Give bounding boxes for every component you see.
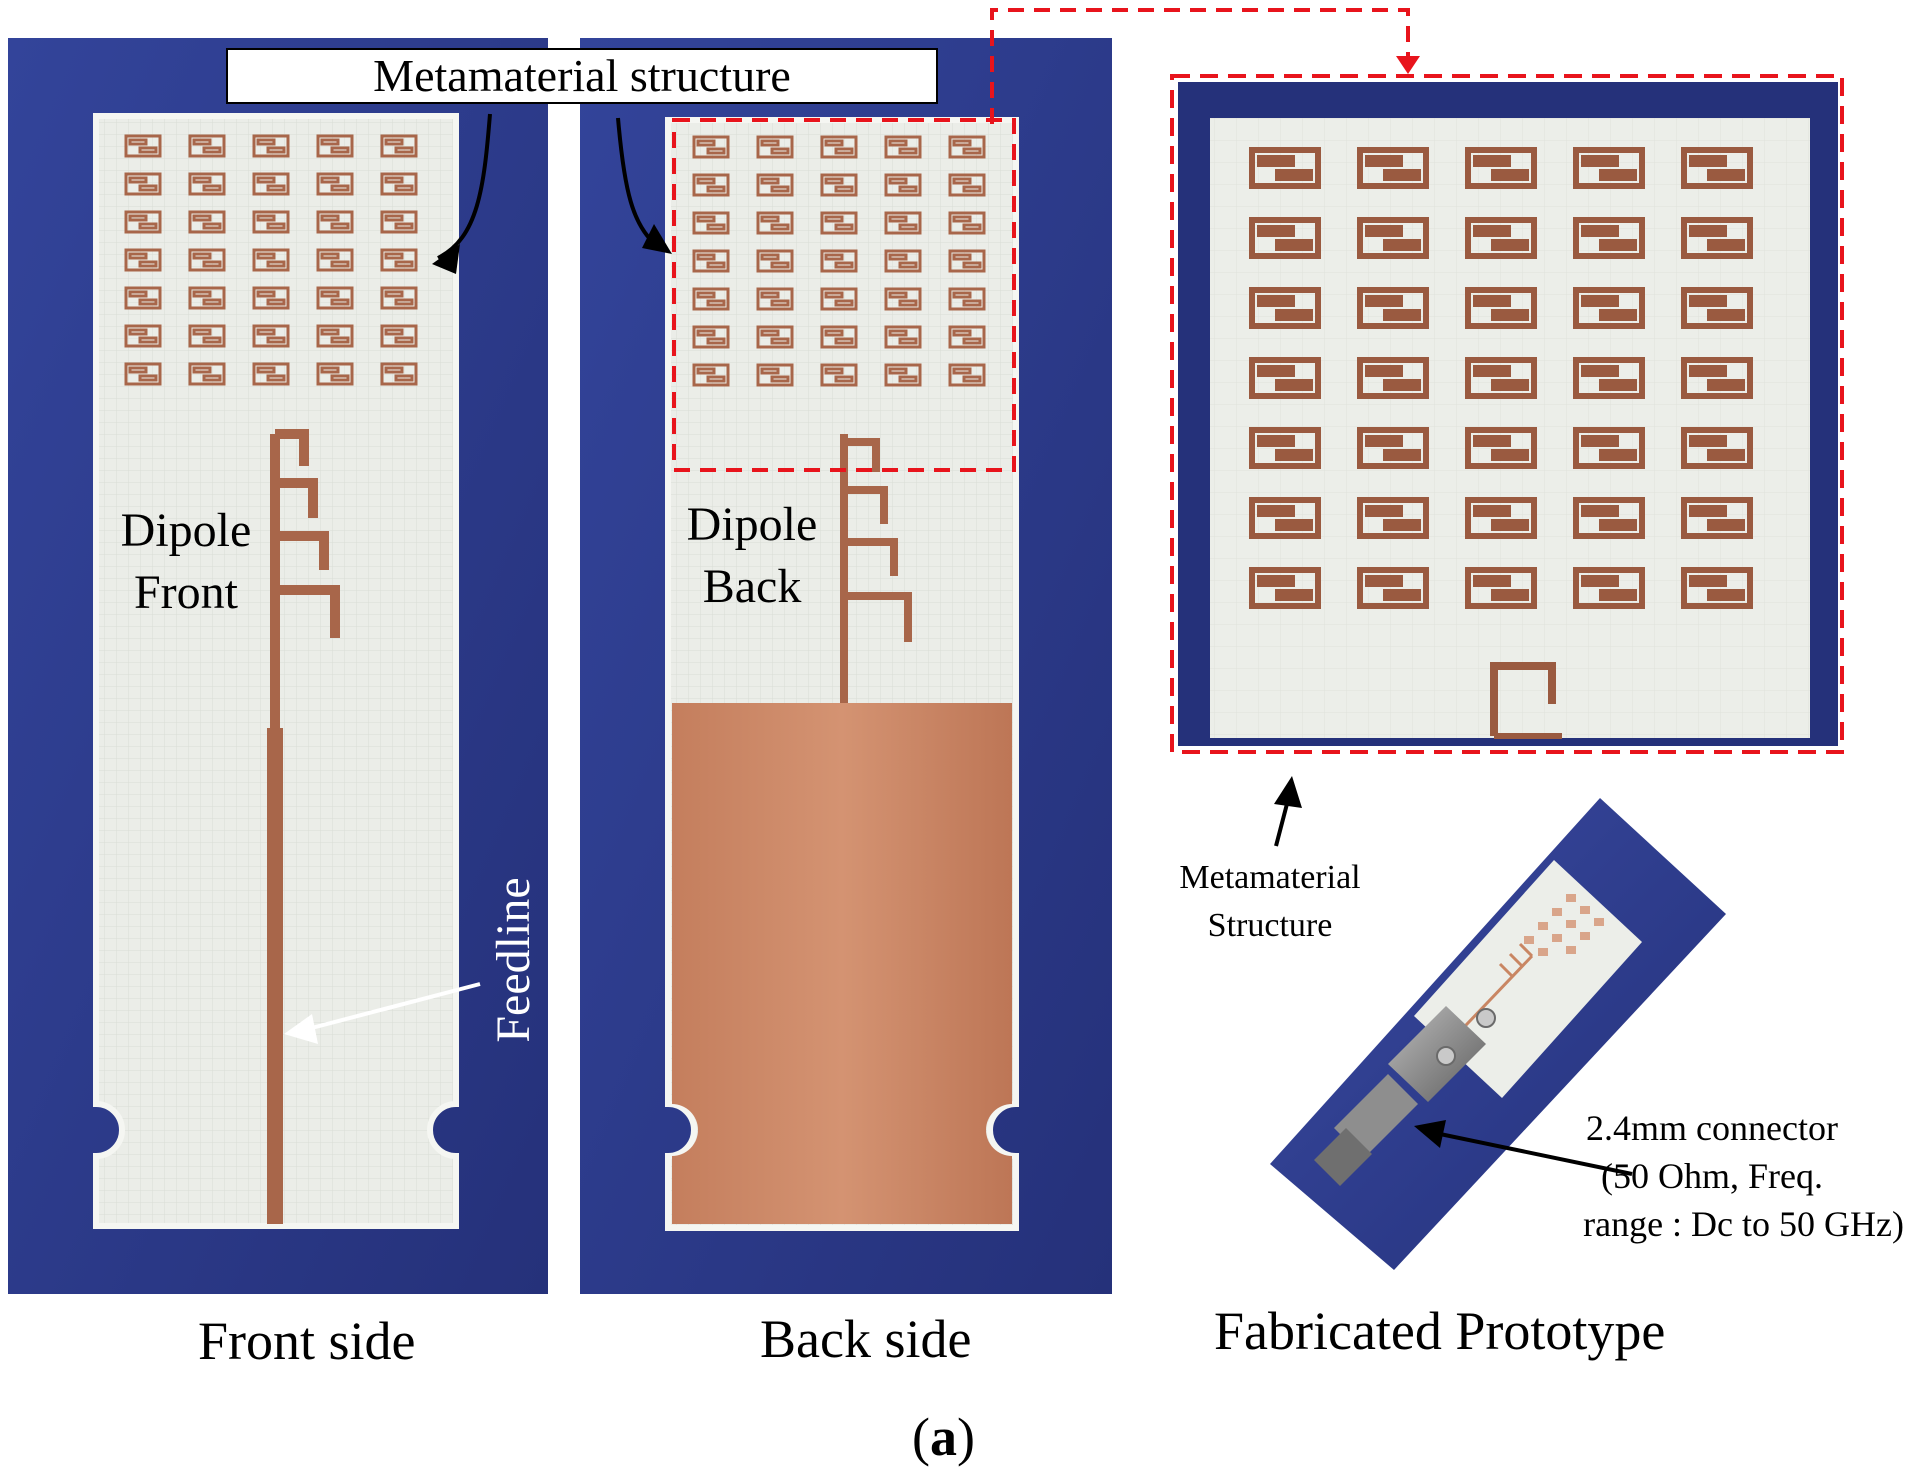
front-side-caption: Front side — [198, 1311, 416, 1371]
prototype-photo — [1270, 798, 1726, 1270]
arrow-to-feedline — [303, 982, 481, 1032]
arrow-to-metamaterial-front — [437, 113, 492, 260]
dipole-front-label: Dipole Front — [120, 504, 252, 619]
front-side-photo — [8, 38, 548, 1294]
ground-plane — [672, 703, 1012, 1224]
fabricated-prototype-caption: Fabricated Prototype — [1214, 1301, 1666, 1361]
dipole-back-trace — [840, 434, 912, 703]
metamaterial-zoom-photo — [1170, 74, 1844, 754]
back-side-caption: Back side — [760, 1309, 972, 1369]
back-side-photo — [580, 38, 1112, 1294]
arrow-to-zoom — [1274, 776, 1302, 847]
metamaterial-structure-zoom-label: Metamaterial Structure — [1179, 859, 1361, 944]
highlight-connector — [990, 8, 1420, 124]
figure-label: (a) — [912, 1407, 975, 1467]
highlight-box-back — [672, 118, 1016, 472]
dipole-front-trace — [270, 429, 340, 728]
connector-label: 2.4mm connector (50 Ohm, Freq. range : D… — [1583, 1108, 1904, 1244]
metamaterial-structure-label: Metamaterial structure — [226, 48, 938, 104]
feedline-trace — [267, 728, 283, 1224]
arrow-to-connector — [1414, 1120, 1633, 1176]
highlight-box-zoom — [1170, 74, 1844, 754]
dipole-back-label: Dipole Back — [686, 498, 818, 613]
feedline-label: Feedline — [487, 877, 540, 1043]
